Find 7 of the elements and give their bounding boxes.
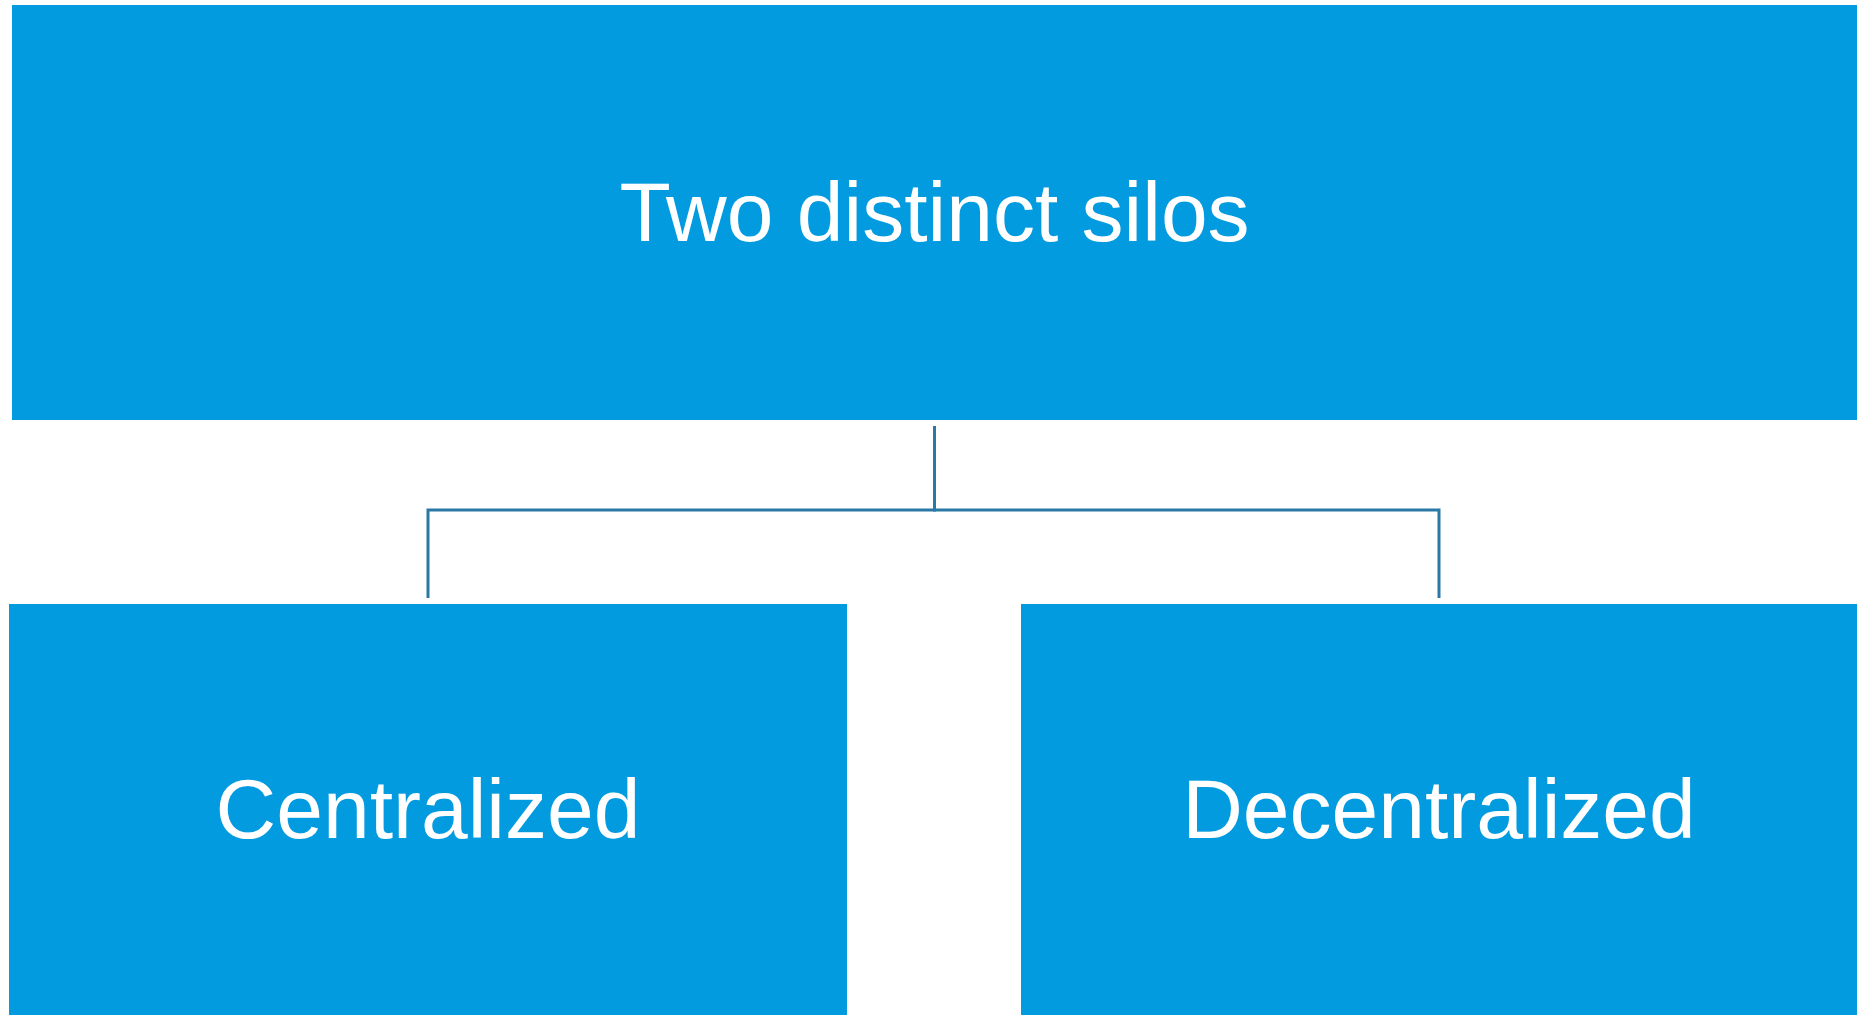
category-box	[12, 5, 1857, 420]
connector-line	[933, 426, 1441, 598]
box-title: Centralized	[215, 761, 641, 858]
category-box	[9, 604, 847, 1015]
box-title: Decentralized	[1182, 761, 1696, 858]
category-box	[1021, 604, 1857, 1015]
box-title: Two distinct silos	[619, 164, 1250, 261]
